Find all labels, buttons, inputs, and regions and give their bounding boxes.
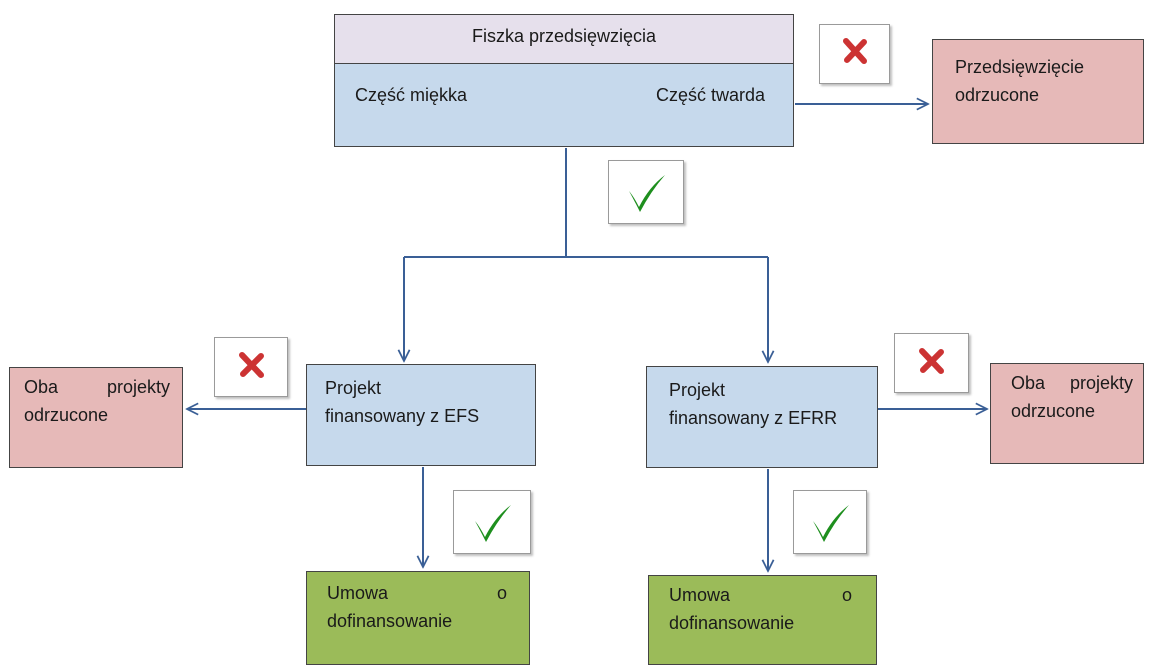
agreement-right-line2: dofinansowanie [669, 612, 795, 633]
both-rejected-left-word2: projekty [106, 377, 170, 397]
efs-project-line2: finansowany z EFS [325, 405, 480, 426]
efs-project-line1: Projekt [325, 378, 382, 398]
project-rejected-box: Przedsięwzięcie odrzucone [932, 39, 1144, 144]
project-card-body: Część miękka Część twarda [334, 63, 794, 147]
both-rejected-right-line1: Oba projekty [1011, 370, 1133, 398]
check-icon [453, 490, 531, 554]
both-rejected-left-box: Oba projekty odrzucone [9, 367, 183, 468]
both-rejected-right-word2: projekty [1069, 373, 1133, 393]
project-card-title-text: Fiszka przedsięwzięcia [471, 26, 657, 47]
agreement-left-line2: dofinansowanie [327, 610, 453, 631]
project-rejected-line2: odrzucone [955, 84, 1040, 105]
both-rejected-left-line1: Oba projekty [24, 374, 170, 402]
efrr-project-line1: Projekt [669, 380, 726, 400]
efrr-project-box: Projekt finansowany z EFRR [646, 366, 878, 468]
both-rejected-right-word1: Oba [1011, 373, 1046, 393]
check-icon [608, 160, 684, 224]
cross-icon [214, 337, 288, 397]
hard-part-label: Część twarda [655, 85, 765, 105]
project-rejected-line1: Przedsięwzięcie [955, 57, 1085, 77]
project-card-title: Fiszka przedsięwzięcia [334, 14, 794, 64]
agreement-left-word1: Umowa [327, 583, 389, 603]
soft-part-label: Część miękka [355, 85, 468, 105]
both-rejected-left-word1: Oba [24, 377, 59, 397]
agreement-right-line1: Umowa o [669, 582, 852, 610]
check-icon [793, 490, 867, 554]
agreement-left-box: Umowa o dofinansowanie [306, 571, 530, 665]
cross-icon [819, 24, 890, 84]
agreement-left-line1: Umowa o [327, 580, 507, 608]
agreement-right-word1: Umowa [669, 585, 731, 605]
both-rejected-right-box: Oba projekty odrzucone [990, 363, 1144, 464]
efs-project-box: Projekt finansowany z EFS [306, 364, 536, 466]
agreement-right-box: Umowa o dofinansowanie [648, 575, 877, 665]
both-rejected-right-line2: odrzucone [1011, 400, 1096, 421]
cross-icon [894, 333, 969, 393]
efrr-project-line2: finansowany z EFRR [669, 407, 838, 428]
agreement-right-word2: o [841, 585, 852, 605]
both-rejected-left-line2: odrzucone [24, 404, 109, 425]
agreement-left-word2: o [496, 583, 507, 603]
